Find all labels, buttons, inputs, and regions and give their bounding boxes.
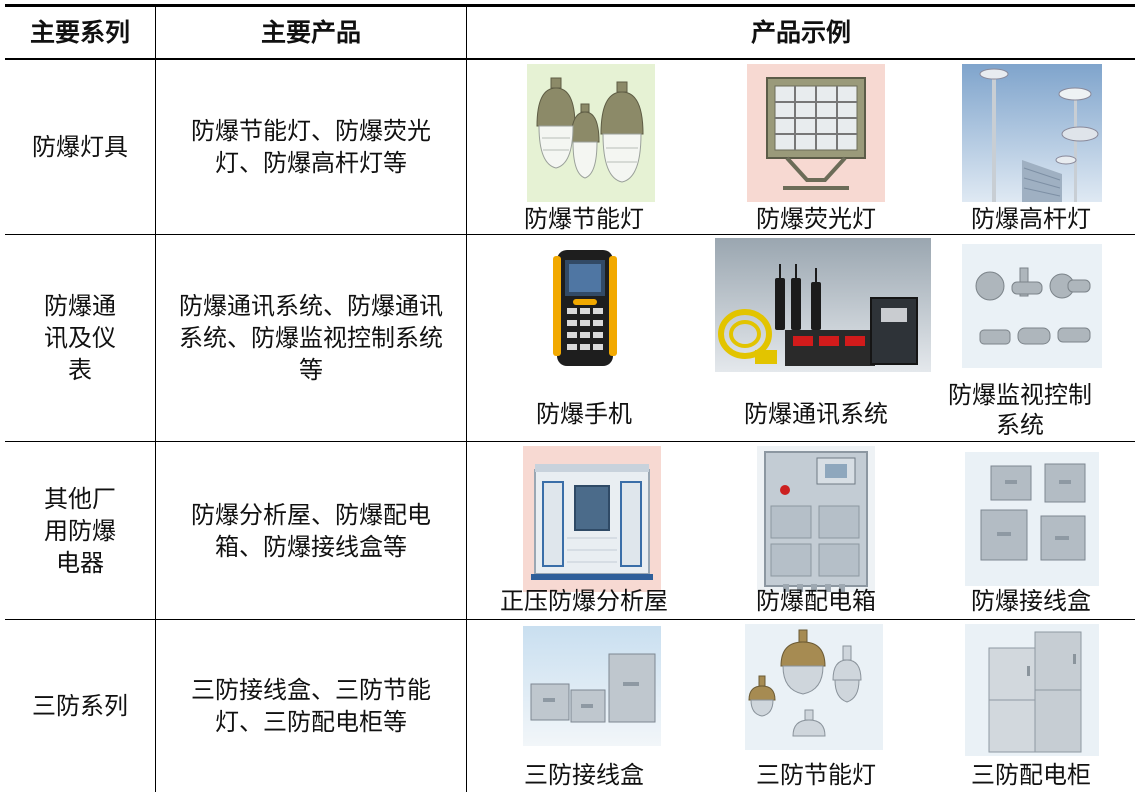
explosion-proof-surveillance-camera-photo xyxy=(962,244,1102,368)
row2-example2-caption: 防爆通讯系统 xyxy=(744,400,888,428)
row2-products: 防爆通讯系统、防爆通讯系统、防爆监视控制系统等 xyxy=(179,292,443,384)
row3-example3-caption: 防爆接线盒 xyxy=(971,587,1091,615)
explosion-proof-high-mast-lamp-photo xyxy=(962,64,1102,202)
triple-proof-distribution-cabinet-photo xyxy=(965,624,1099,756)
explosion-proof-phone-photo xyxy=(535,246,635,370)
rule-row1-bottom xyxy=(5,234,1135,235)
rule-top xyxy=(5,4,1135,7)
rule-row2-bottom xyxy=(5,441,1135,442)
row1-example1-caption: 防爆节能灯 xyxy=(524,205,644,233)
row1-series: 防爆灯具 xyxy=(32,133,128,161)
row3-series: 其他厂用防爆电器 xyxy=(44,484,116,577)
row4-series: 三防系列 xyxy=(32,692,128,720)
explosion-proof-energy-saving-lamp-photo xyxy=(527,64,655,202)
header-series: 主要系列 xyxy=(29,17,130,47)
header-examples: 产品示例 xyxy=(750,17,851,47)
row1-example3-caption: 防爆高杆灯 xyxy=(971,205,1091,233)
row3-example2-caption: 防爆配电箱 xyxy=(756,587,876,615)
rule-col2-right xyxy=(466,7,467,792)
row3-example1-caption: 正压防爆分析屋 xyxy=(500,587,668,615)
row4-example2-caption: 三防节能灯 xyxy=(756,761,876,789)
rule-row3-bottom xyxy=(5,619,1135,620)
row2-example1-caption: 防爆手机 xyxy=(536,400,632,428)
explosion-proof-fluorescent-lamp-photo xyxy=(747,64,885,202)
explosion-proof-distribution-box-photo xyxy=(757,446,875,592)
header-products: 主要产品 xyxy=(260,17,361,47)
triple-proof-energy-saving-lamp-photo xyxy=(745,624,883,750)
row2-series: 防爆通讯及仪表 xyxy=(44,292,116,384)
row4-example3-caption: 三防配电柜 xyxy=(971,761,1091,789)
row3-products: 防爆分析屋、防爆配电箱、防爆接线盒等 xyxy=(191,500,431,561)
row1-products: 防爆节能灯、防爆荧光灯、防爆高杆灯等 xyxy=(191,117,431,177)
explosion-proof-communication-system-photo xyxy=(715,238,931,372)
rule-header-bottom xyxy=(5,58,1135,60)
triple-proof-junction-box-photo xyxy=(523,626,661,746)
row2-example3-caption: 防爆监视控制系统 xyxy=(948,381,1092,439)
product-table: 主要系列 主要产品 产品示例 防爆灯具 防爆节能灯、防爆荧光灯、防爆高杆灯等 xyxy=(5,4,1135,792)
positive-pressure-analyzer-house-photo xyxy=(523,446,661,592)
row4-products: 三防接线盒、三防节能灯、三防配电柜等 xyxy=(191,676,431,736)
row4-example1-caption: 三防接线盒 xyxy=(524,761,644,789)
row1-example2-caption: 防爆荧光灯 xyxy=(756,205,876,233)
explosion-proof-junction-box-photo xyxy=(965,452,1099,586)
rule-col1-right xyxy=(155,7,156,792)
